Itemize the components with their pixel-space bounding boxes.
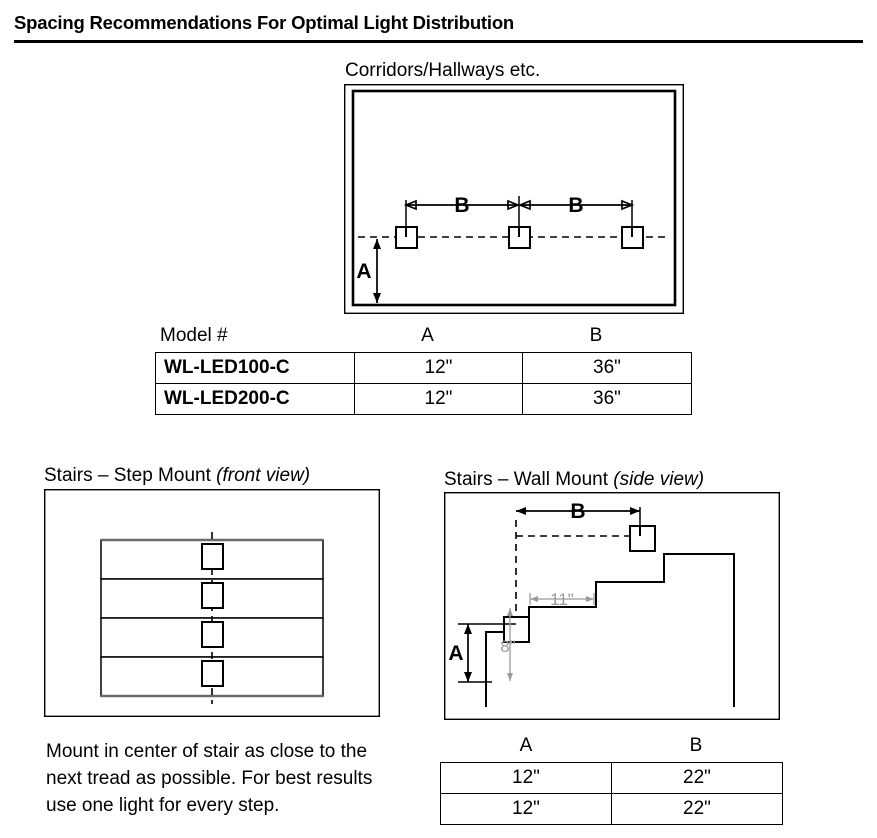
step-mount-diagram <box>43 488 381 718</box>
riser-dim-label: 8" <box>500 637 516 656</box>
corridor-fixture-1 <box>395 226 418 249</box>
wall-spacing-table: 12" 22" 12" 22" <box>440 762 783 825</box>
corridor-outer-frame <box>343 83 685 315</box>
corridor-spacing-table: WL-LED100-C 12" 36" WL-LED200-C 12" 36" <box>155 352 692 415</box>
corridor-row-0-a: 12" <box>354 352 523 384</box>
page-title: Spacing Recommendations For Optimal Ligh… <box>14 12 515 33</box>
corridor-row-0-b: 36" <box>522 352 692 384</box>
wall-dim-a-arrow-top <box>464 624 472 634</box>
wall-mount-caption-main: Stairs – Wall Mount <box>444 469 614 490</box>
table-row: 12" 22" <box>440 762 783 794</box>
corridor-dim-b-left-label: B <box>454 194 469 217</box>
corridor-row-1-model: WL-LED200-C <box>155 383 355 415</box>
corridor-fixture-2 <box>508 226 531 249</box>
step-fixture-2 <box>201 582 224 609</box>
wall-fixture-upper <box>629 525 656 552</box>
step-mount-caption: Stairs – Step Mount (front view) <box>44 465 310 487</box>
wall-mount-frame <box>443 491 781 721</box>
tread-dim-arrow-left <box>530 596 538 602</box>
wall-mount-diagram: B A 11" 8" <box>443 491 781 721</box>
wall-row-1-a: 12" <box>440 793 612 825</box>
step-mount-frame <box>43 488 381 718</box>
riser-dim-arrow-top <box>507 608 513 616</box>
corridor-dim-b-left-arrow-end <box>507 199 521 211</box>
wall-mount-caption-view: (side view) <box>613 469 705 490</box>
wall-row-0-b: 22" <box>611 762 783 794</box>
step-fixture-3 <box>201 621 224 648</box>
corridor-table-header-b: B <box>589 325 603 346</box>
tread-dim-arrow-right <box>586 596 594 602</box>
corridor-dim-b-right-arrow-start <box>517 199 531 211</box>
step-mount-caption-view: (front view) <box>216 465 311 486</box>
wall-dim-b-label: B <box>570 500 585 523</box>
wall-dim-b-arrow-left <box>516 507 526 515</box>
wall-dim-a-label: A <box>448 642 463 665</box>
step-mount-caption-main: Stairs – Step Mount <box>44 465 217 486</box>
corridor-dim-b-right-label: B <box>568 194 583 217</box>
step-fixture-1 <box>201 543 224 570</box>
corridor-dim-a-arrow-top <box>373 239 381 249</box>
title-divider <box>14 40 863 43</box>
wall-row-0-a: 12" <box>440 762 612 794</box>
corridor-row-0-model: WL-LED100-C <box>155 352 355 384</box>
riser-dim-arrow-bottom <box>507 673 513 681</box>
wall-row-1-b: 22" <box>611 793 783 825</box>
corridor-dim-b-left-arrow-start <box>403 199 417 211</box>
wall-mount-caption: Stairs – Wall Mount (side view) <box>444 469 704 491</box>
corridor-room-rect <box>351 89 677 307</box>
step-mount-note: Mount in center of stair as close to the… <box>46 741 373 816</box>
wall-dim-a-arrow-bottom <box>464 672 472 682</box>
corridor-fixture-3 <box>621 226 644 249</box>
table-row: WL-LED200-C 12" 36" <box>155 383 692 415</box>
wall-table-header-a: A <box>519 735 533 756</box>
wall-dim-b-arrow-right <box>630 507 640 515</box>
step-fixture-4 <box>201 660 224 687</box>
table-row: 12" 22" <box>440 793 783 825</box>
wall-fixture-lower <box>503 616 530 643</box>
wall-table-header-b: B <box>689 735 703 756</box>
corridor-dim-a-label: A <box>356 260 371 283</box>
tread-dim-label: 11" <box>550 590 574 609</box>
corridor-table-header-model: Model # <box>160 325 228 346</box>
corridor-diagram: B B A <box>343 83 685 315</box>
corridor-table-header-a: A <box>421 325 434 346</box>
corridor-row-1-a: 12" <box>354 383 523 415</box>
corridor-row-1-b: 36" <box>522 383 692 415</box>
corridor-diagram-caption: Corridors/Hallways etc. <box>345 60 541 81</box>
corridor-dim-b-right-arrow-end <box>621 199 635 211</box>
corridor-dim-a-arrow-bottom <box>373 293 381 303</box>
table-row: WL-LED100-C 12" 36" <box>155 352 692 384</box>
